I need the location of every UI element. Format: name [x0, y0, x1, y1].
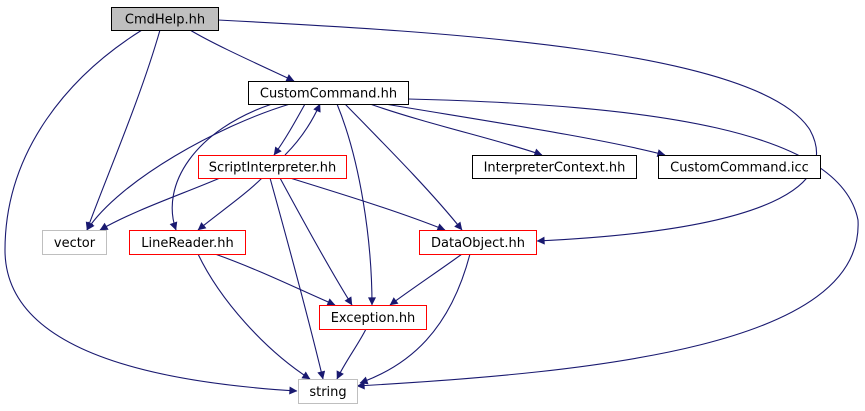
- edge-scriptinterpreter-to-linereader: [197, 177, 263, 231]
- edge-scriptinterpreter-to-exception: [279, 177, 353, 306]
- node-box: [319, 305, 427, 330]
- edge-customcommand_hh-to-scriptinterpreter: [273, 103, 306, 156]
- node-box: [198, 155, 347, 179]
- edge-customcommand_hh-to-vector: [86, 103, 291, 231]
- node-box: [129, 230, 246, 255]
- edge-scriptinterpreter-to-dataobject: [289, 177, 446, 231]
- node-string: string: [298, 379, 358, 404]
- edge-customcommand_hh-to-linereader: [169, 103, 273, 231]
- edge-scriptinterpreter-to-string: [269, 177, 326, 380]
- node-exception[interactable]: Exception.hh: [319, 305, 427, 330]
- edge-dataobject-to-exception: [389, 253, 463, 306]
- edges: [4, 19, 859, 395]
- node-customcommand_icc[interactable]: CustomCommand.icc: [658, 155, 821, 179]
- edge-linereader-to-exception: [214, 253, 336, 306]
- node-box: [419, 230, 537, 255]
- edge-customcommand_hh-to-customcommand_icc: [384, 103, 666, 157]
- node-label: string: [309, 385, 346, 400]
- node-dataobject[interactable]: DataObject.hh: [419, 230, 537, 255]
- edge-customcommand_hh-to-string: [356, 98, 859, 390]
- edge-cmdhelp-to-customcommand_hh: [189, 29, 295, 82]
- edge-customcommand_hh-to-exception: [336, 103, 376, 306]
- node-label: LineReader.hh: [141, 236, 234, 251]
- node-scriptinterpreter[interactable]: ScriptInterpreter.hh: [198, 155, 347, 179]
- edge-exception-to-string: [336, 328, 367, 380]
- node-label: ScriptInterpreter.hh: [209, 161, 336, 176]
- node-label: CustomCommand.hh: [260, 87, 397, 102]
- edge-customcommand_hh-to-interpretercontext: [369, 103, 543, 157]
- edge-customcommand_hh-to-dataobject: [344, 103, 463, 231]
- node-label: CmdHelp.hh: [125, 13, 205, 28]
- node-vector: vector: [42, 230, 107, 255]
- edge-cmdhelp-to-vector: [85, 29, 161, 231]
- node-interpretercontext[interactable]: InterpreterContext.hh: [472, 155, 637, 179]
- node-box: [111, 7, 219, 31]
- node-box: [298, 379, 358, 404]
- node-customcommand_hh[interactable]: CustomCommand.hh: [248, 81, 409, 105]
- edge-scriptinterpreter-to-customcommand_hh: [284, 103, 321, 156]
- node-box: [248, 81, 409, 105]
- edge-cmdhelp-to-string: [4, 29, 298, 395]
- node-label: CustomCommand.icc: [670, 161, 809, 176]
- node-label: vector: [54, 236, 96, 251]
- node-linereader[interactable]: LineReader.hh: [129, 230, 246, 255]
- edge-cmdhelp-to-dataobject: [217, 19, 818, 245]
- edge-dataobject-to-string: [359, 253, 471, 385]
- node-label: Exception.hh: [331, 311, 416, 326]
- node-box: [472, 155, 637, 179]
- node-label: InterpreterContext.hh: [484, 161, 626, 176]
- edge-scriptinterpreter-to-vector: [99, 177, 221, 231]
- node-label: DataObject.hh: [431, 236, 525, 251]
- node-box: [658, 155, 821, 179]
- node-box: [42, 230, 107, 255]
- nodes: CmdHelp.hhCustomCommand.hhScriptInterpre…: [42, 7, 821, 404]
- node-cmdhelp[interactable]: CmdHelp.hh: [111, 7, 219, 31]
- edge-linereader-to-string: [197, 253, 311, 380]
